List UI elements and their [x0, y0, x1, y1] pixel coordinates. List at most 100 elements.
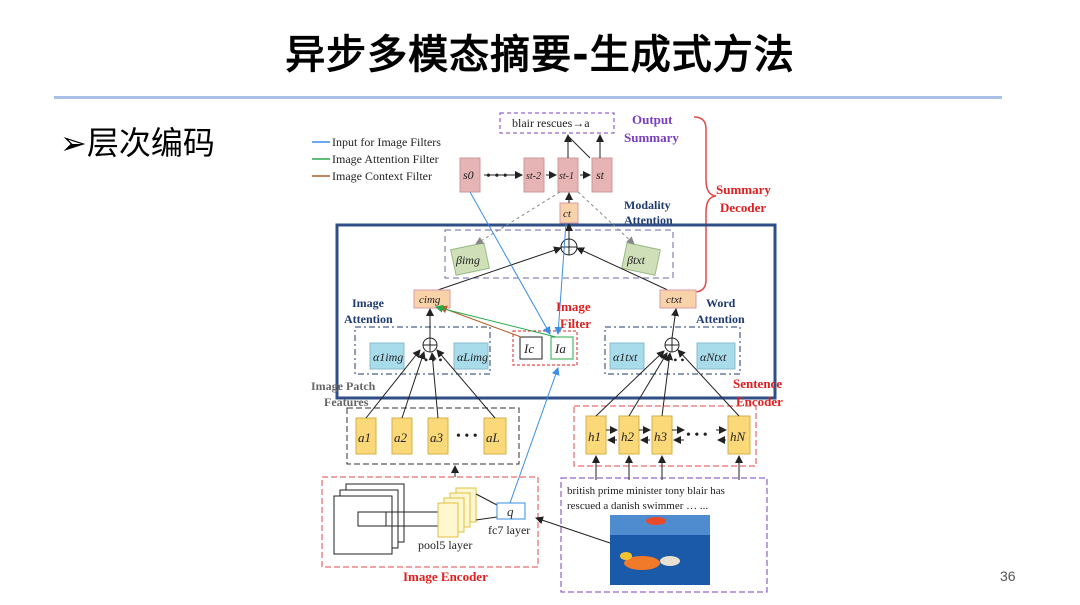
- fc-link-1: [475, 493, 498, 506]
- hierarchical-encoding-frame: [335, 223, 777, 400]
- fc7-label: fc7 layer: [488, 523, 530, 537]
- image-filter-label-2: Filter: [560, 316, 591, 331]
- cimg-to-sum: [431, 246, 562, 293]
- output-summary-label-1: Output: [632, 112, 673, 127]
- word-attention-box: [604, 326, 741, 375]
- ct-to-filter: [554, 222, 567, 335]
- filter-ic-label: Ic: [523, 341, 534, 356]
- alpha-img-L-label: αLimg: [457, 350, 488, 364]
- ctxt-to-sum: [576, 247, 673, 293]
- output-box: [499, 112, 615, 134]
- beta-img-label: βimg: [455, 253, 480, 267]
- alpha-txt-N: [696, 342, 736, 370]
- input-photo: [610, 515, 710, 585]
- c-img-label: cimg: [419, 294, 441, 306]
- photo-sky: [610, 515, 710, 535]
- input-sentence-1: british prime minister tony blair has: [567, 485, 725, 497]
- slide-title: 异步多模态摘要-生成式方法: [285, 32, 795, 78]
- beta-txt-label: βtxt: [626, 253, 646, 267]
- hidden-h1-label: h1: [588, 429, 601, 444]
- legend-image-context-filter: Image Context Filter: [332, 169, 432, 183]
- hidden-h2-label: h2: [621, 429, 635, 444]
- beta-txt-box: [621, 242, 661, 276]
- patch-features-box: [346, 407, 520, 465]
- pool5-label: pool5 layer: [418, 538, 472, 552]
- beta-img-box: [450, 242, 490, 276]
- conv-layer-3: [333, 495, 393, 555]
- legend-image-attention-filter: Image Attention Filter: [332, 152, 439, 166]
- alpha-img-1: [369, 342, 405, 370]
- photo-swimmer: [660, 556, 680, 566]
- dec-to-beta-img: [475, 191, 561, 245]
- patch-a3-label: a3: [430, 430, 444, 445]
- decoder-ellipsis: • • •: [486, 169, 508, 184]
- page-number: 36: [1000, 568, 1016, 584]
- image-attention-box: [354, 326, 491, 375]
- alpha-img-L: [453, 342, 489, 370]
- image-encoder-label: Image Encoder: [403, 569, 488, 584]
- patch-a1-label: a1: [358, 430, 371, 445]
- word-attention-label-2: Attention: [696, 312, 745, 326]
- dec-to-beta-txt: [577, 191, 635, 245]
- modality-attention-label-1: Modality: [624, 198, 671, 212]
- h3-arrow: [661, 352, 674, 417]
- photo-buoy: [620, 552, 632, 560]
- filter-ia-box: [550, 336, 574, 360]
- decoder-state-s0-label: s0: [463, 168, 474, 182]
- output-summary-label-2: Summary: [624, 130, 679, 145]
- q-to-filter: [509, 367, 560, 504]
- c-txt-box: [659, 289, 697, 309]
- alpha-txt-1-label: α1txt: [613, 350, 638, 364]
- sentence-encoder-box: [573, 405, 757, 467]
- image-patch-label-1: Image Patch: [311, 379, 376, 393]
- h2-arrow: [628, 352, 668, 417]
- q-label: q: [507, 504, 514, 519]
- image-filter-label-1: Image: [556, 299, 591, 314]
- decoder-state-st-2-label: st-2: [526, 171, 541, 182]
- image-patch-label-2: Features: [324, 395, 369, 409]
- modality-attention-box: [444, 229, 674, 279]
- photo-helicopter: [646, 517, 666, 525]
- photo-to-encoder: [535, 516, 611, 544]
- c-txt-label: ctxt: [666, 294, 683, 306]
- alpha-txt-1: [609, 342, 645, 370]
- a1-arrow: [365, 349, 421, 419]
- decoder-state-st-2: [523, 157, 545, 193]
- decoder-state-st-1-label: st-1: [559, 171, 574, 182]
- fc-link-2: [475, 516, 498, 521]
- ic-to-cimg: [439, 305, 522, 338]
- out-feedback: [567, 135, 591, 159]
- pool5-map-4: [437, 502, 459, 538]
- legend-input-image-filters: Input for Image Filters: [332, 135, 441, 149]
- hidden-dots: • • •: [686, 428, 708, 443]
- word-attention-label-1: Word: [706, 296, 736, 310]
- wordsum-to-ctxt: [671, 308, 680, 339]
- patch-dots: • • •: [456, 429, 478, 444]
- summary-decoder-label-2: Decoder: [720, 200, 766, 215]
- decoder-state-st: [591, 157, 613, 193]
- conv-kernel: [357, 511, 387, 527]
- a3-arrow: [428, 352, 439, 419]
- hN-arrow: [677, 349, 740, 417]
- input-box: [560, 477, 768, 593]
- s0-to-filter: [469, 191, 551, 335]
- sentence-encoder-label-1: Sentence: [733, 376, 782, 391]
- hidden-hN-label: hN: [730, 429, 747, 444]
- bullet-hierarchical-encoding: ➢层次编码: [60, 124, 215, 162]
- input-sentence-2: rescued a danish swimmer … ...: [567, 500, 708, 512]
- a2-arrow: [401, 351, 426, 419]
- aL-arrow: [436, 349, 496, 419]
- context-ct-label: ct: [563, 208, 572, 220]
- alpha-txt-N-label: αNtxt: [700, 350, 727, 364]
- legend: Input for Image Filters Image Attention …: [312, 135, 441, 183]
- q-box: [496, 502, 526, 520]
- hidden-h3-label: h3: [654, 429, 668, 444]
- alpha-img-1-label: α1img: [373, 350, 403, 364]
- patch-aL-label: aL: [486, 430, 500, 445]
- title-divider: [54, 96, 1002, 99]
- summary-decoder-label-1: Summary: [716, 182, 771, 197]
- summary-decoder-bracket: [693, 116, 717, 293]
- filter-ia-label: Ia: [554, 341, 566, 356]
- image-attention-label-1: Image: [352, 296, 385, 310]
